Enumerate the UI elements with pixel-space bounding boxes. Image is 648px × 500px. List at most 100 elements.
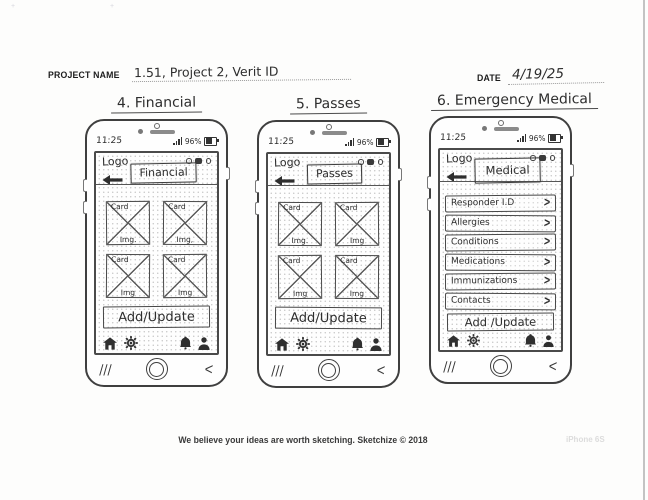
- power-button[interactable]: [570, 164, 574, 177]
- circle-icon[interactable]: [205, 158, 211, 164]
- tab-bar: [445, 334, 556, 348]
- project-name-value: 1.51, Project 2, Verit ID: [131, 62, 351, 83]
- card-image-placeholder[interactable]: Card Img,: [162, 200, 208, 246]
- list-item-contacts[interactable]: Contacts >: [444, 292, 557, 310]
- back-arrow-icon[interactable]: [445, 169, 468, 187]
- filled-dot-icon[interactable]: [539, 155, 546, 161]
- profile-icon[interactable]: [543, 334, 554, 347]
- card-label: Card: [282, 255, 301, 266]
- back-chevron-icon[interactable]: <: [375, 360, 387, 380]
- wireframe-emergency-medical: 6. Emergency Medical 11:25 96%: [427, 90, 598, 384]
- bottom-bezel: ||| <: [87, 355, 226, 383]
- card-image-placeholder[interactable]: Card Img: [105, 253, 151, 299]
- image-label: Img: [177, 287, 193, 298]
- list-item-conditions[interactable]: Conditions >: [444, 233, 557, 251]
- phone-frame: 11:25 96% Logo: [83, 119, 230, 387]
- list-item-responder-id[interactable]: Responder I.D >: [444, 194, 557, 212]
- front-camera-icon: [482, 126, 487, 131]
- tab-bar: [101, 336, 212, 351]
- profile-icon[interactable]: [370, 337, 382, 351]
- power-button[interactable]: [398, 168, 402, 181]
- circle-icon[interactable]: [530, 155, 536, 161]
- battery-percent: 96%: [356, 137, 374, 147]
- volume-button[interactable]: [427, 198, 431, 211]
- battery-icon: [204, 136, 219, 146]
- header-divider: [268, 185, 389, 186]
- bell-icon[interactable]: [180, 336, 191, 350]
- image-label: Img: [292, 288, 308, 299]
- menu-lines-icon[interactable]: |||: [97, 362, 115, 376]
- list-item-medications[interactable]: Medications >: [444, 253, 557, 271]
- clock: 11:25: [95, 136, 123, 146]
- filled-dot-icon[interactable]: [195, 158, 202, 164]
- add-update-button[interactable]: Add /Update: [446, 312, 555, 332]
- profile-icon[interactable]: [198, 336, 210, 350]
- menu-lines-icon[interactable]: |||: [269, 363, 287, 377]
- list-item-label: Immunizations: [450, 276, 518, 287]
- card-image-placeholder[interactable]: Card Img: [277, 254, 323, 300]
- back-arrow-icon[interactable]: [273, 173, 296, 191]
- volume-button[interactable]: [83, 179, 87, 192]
- power-button[interactable]: [226, 167, 230, 180]
- settings-gear-icon[interactable]: [296, 337, 310, 351]
- circle-icon[interactable]: [549, 155, 555, 161]
- phone-frame: 11:25 96% Logo: [255, 120, 402, 388]
- volume-button[interactable]: [255, 202, 259, 215]
- card-image-placeholder[interactable]: Card Img: [334, 254, 380, 300]
- back-arrow-icon[interactable]: [101, 172, 124, 190]
- card-image-placeholder[interactable]: Card Img.: [277, 201, 323, 247]
- home-icon[interactable]: [447, 334, 460, 347]
- add-update-button[interactable]: Add/Update: [274, 306, 383, 330]
- volume-button[interactable]: [427, 176, 431, 189]
- screen-header: Logo Medical: [440, 152, 561, 191]
- screen-header: Logo Passes: [268, 155, 389, 195]
- settings-gear-icon[interactable]: [467, 334, 480, 347]
- filled-dot-icon[interactable]: [367, 159, 374, 165]
- back-chevron-icon[interactable]: <: [203, 359, 215, 379]
- list-item-immunizations[interactable]: Immunizations >: [444, 272, 557, 290]
- circle-icon[interactable]: [186, 158, 192, 164]
- battery-icon: [548, 133, 563, 143]
- status-bar: 11:25 96%: [259, 137, 398, 147]
- image-label: Img.: [119, 234, 137, 245]
- menu-lines-icon[interactable]: |||: [441, 359, 459, 373]
- card-label: Card: [111, 254, 129, 265]
- clock: 11:25: [267, 137, 295, 147]
- wireframe-passes: 5. Passes 11:25 96% Logo: [255, 95, 402, 388]
- image-label: Img,: [176, 234, 194, 245]
- status-bar: 11:25 96%: [431, 133, 570, 143]
- card-image-placeholder[interactable]: Card Img: [334, 201, 380, 247]
- battery-percent: 96%: [528, 133, 546, 143]
- home-icon[interactable]: [275, 337, 289, 351]
- home-button[interactable]: [317, 359, 340, 381]
- chevron-right-icon: >: [543, 254, 551, 270]
- back-chevron-icon[interactable]: <: [547, 356, 559, 376]
- add-update-button[interactable]: Add/Update: [102, 305, 211, 329]
- bell-icon[interactable]: [352, 337, 363, 351]
- speaker-icon: [494, 126, 519, 131]
- top-bezel: 11:25 96%: [87, 121, 226, 151]
- home-button[interactable]: [145, 358, 168, 380]
- circle-icon[interactable]: [358, 159, 364, 165]
- header-divider: [96, 184, 217, 185]
- settings-gear-icon[interactable]: [124, 336, 138, 350]
- volume-button[interactable]: [83, 201, 87, 214]
- home-button[interactable]: [489, 355, 512, 377]
- template-device-label: iPhone 6S: [566, 435, 605, 444]
- date-value: 4/19/25: [507, 64, 605, 86]
- signal-icon: [345, 138, 355, 147]
- card-image-placeholder[interactable]: Card Img.: [105, 200, 151, 246]
- wireframe-financial: 4. Financial 11:25 96% Logo: [83, 94, 230, 387]
- speaker-icon: [150, 129, 175, 134]
- bell-icon[interactable]: [525, 334, 536, 347]
- circle-icon[interactable]: [377, 159, 383, 165]
- signal-icon: [173, 137, 183, 146]
- volume-button[interactable]: [255, 180, 259, 193]
- logo-text: Logo: [273, 155, 301, 170]
- card-image-placeholder[interactable]: Card Img: [162, 253, 208, 299]
- home-icon[interactable]: [103, 336, 117, 350]
- list-item-allergies[interactable]: Allergies >: [444, 214, 557, 232]
- tab-bar: [273, 337, 384, 352]
- list-item-label: Contacts: [450, 295, 491, 306]
- chevron-right-icon: >: [543, 293, 551, 309]
